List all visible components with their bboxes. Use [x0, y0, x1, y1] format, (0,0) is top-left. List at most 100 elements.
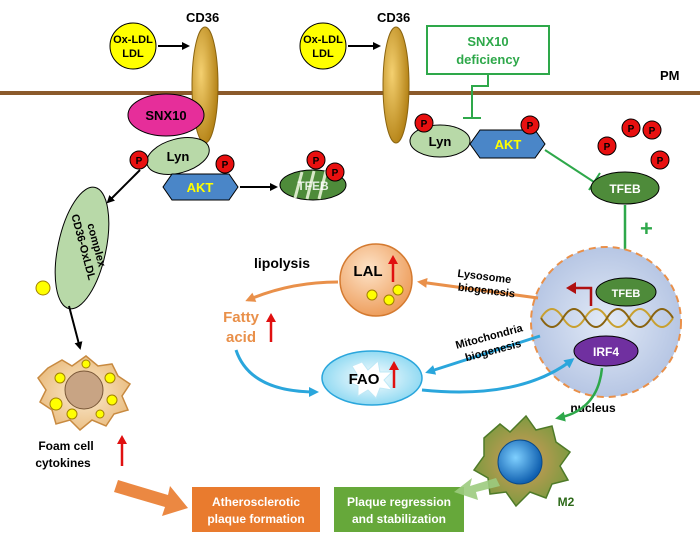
fao-label: FAO	[349, 371, 380, 388]
phospho-lyn-left	[129, 150, 149, 170]
atherosclerotic-plaque-box	[192, 487, 320, 532]
complex-lipid-droplet	[35, 280, 51, 296]
phospho-free-1-label: P	[604, 142, 611, 153]
oxldl-label-right-2: LDL	[312, 48, 334, 60]
tfeb-label-active: TFEB	[609, 182, 641, 196]
snx10-deficiency-line2: deficiency	[456, 52, 520, 67]
translocation-plus: +	[640, 216, 653, 241]
complex-to-foam-arrow	[68, 305, 83, 350]
fatty-acid-up-arrowhead	[266, 313, 276, 322]
cd36-receptor-right	[382, 26, 410, 144]
m2-label: M2	[558, 495, 575, 509]
phospho-akt-right	[520, 115, 540, 135]
athero-label-1: Atherosclerotic	[212, 495, 300, 509]
m2-nucleus	[497, 439, 543, 485]
akt-label-left: AKT	[187, 180, 214, 195]
phospho-free-3	[642, 120, 662, 140]
oxldl-label-right-1: Ox-LDL	[303, 34, 343, 46]
snx10-deficiency-line1: SNX10	[467, 34, 508, 49]
foam-cell-label-1: Foam cell	[38, 439, 93, 453]
mitochondria-biogenesis-arrow	[425, 334, 541, 375]
lipid-droplet	[383, 294, 395, 306]
snx10-label: SNX10	[145, 108, 186, 123]
foam-to-plaque-arrow	[114, 480, 188, 516]
lipolysis-arrow	[245, 280, 339, 302]
lysosome-biogenesis-arrow	[417, 277, 539, 300]
fao-starburst	[346, 360, 394, 399]
foam-lipid-droplet	[95, 409, 105, 419]
fatty-acid-to-fao-arrow	[234, 349, 319, 397]
lysosome-lal	[339, 243, 413, 317]
regress-label-1: Plaque regression	[347, 495, 451, 509]
akt-inhibits-tfeb-line	[544, 149, 595, 183]
tfeb-protein-active	[590, 171, 660, 205]
phospho-free-2-label: P	[628, 124, 635, 135]
athero-label-2: plaque formation	[207, 512, 304, 526]
foam-lipid-droplet	[49, 397, 63, 411]
tfeb-stripe	[317, 170, 328, 200]
foam-lipid-droplet	[106, 394, 118, 406]
lipid-droplet	[392, 284, 404, 296]
irf4-label: IRF4	[593, 345, 619, 359]
cd36-label-right: CD36	[377, 10, 410, 25]
fatty-acid-label-1: Fatty	[223, 309, 259, 326]
membrane-label: PM	[660, 68, 680, 83]
irf4-protein	[573, 335, 639, 367]
tfeb-stripe	[305, 170, 316, 200]
phospho-lyn-right-label: P	[421, 119, 428, 130]
oxldl-label-left-2: LDL	[122, 48, 144, 60]
tfeb-label-nuclear: TFEB	[612, 288, 641, 300]
lal-up-arrowhead	[388, 255, 398, 264]
oxldl-ligand-right	[299, 22, 347, 70]
lipid-droplet	[366, 289, 378, 301]
lyn-label-left: Lyn	[167, 149, 190, 164]
tfeb-protein-nuclear	[595, 277, 657, 307]
tfeb-stripe	[293, 171, 304, 199]
phospho-akt-left	[215, 154, 235, 174]
foam-cell-label-2: cytokines	[35, 456, 91, 470]
oxldl-label-left-1: Ox-LDL	[113, 34, 153, 46]
nucleus-label: nucleus	[570, 401, 616, 415]
foam-lipid-droplet	[66, 408, 78, 420]
phospho-akt-left-label: P	[222, 160, 229, 171]
fatty-acid-label-2: acid	[226, 329, 256, 346]
snx10-protein	[127, 93, 205, 137]
foam-cell-nucleus	[64, 370, 104, 410]
m2-to-regression-arrow	[454, 478, 500, 500]
regress-label-2: and stabilization	[352, 512, 446, 526]
phospho-free-4-label: P	[657, 156, 664, 167]
phospho-lyn-right	[414, 113, 434, 133]
foam-lipid-droplet	[54, 372, 66, 384]
lal-label: LAL	[353, 263, 382, 280]
foam-lipid-droplet	[104, 372, 116, 384]
tfeb-label-cytosol: TFEB	[297, 179, 329, 193]
cd36-label-left: CD36	[186, 10, 219, 25]
lipolysis-label: lipolysis	[254, 255, 310, 271]
phospho-lyn-left-label: P	[136, 156, 143, 167]
akt-protein-left	[162, 173, 239, 201]
nucleus	[530, 246, 682, 398]
phospho-tfeb-2	[325, 162, 345, 182]
foam-lipid-droplet	[81, 359, 91, 369]
inhibition-line-deficiency	[471, 74, 489, 118]
phospho-free-4	[650, 150, 670, 170]
foam-cell-up-arrowhead	[117, 435, 127, 444]
phospho-akt-right-label: P	[527, 121, 534, 132]
phospho-free-3-label: P	[649, 126, 656, 137]
phospho-tfeb-2-label: P	[332, 168, 339, 179]
lyn-protein-right	[409, 124, 471, 158]
complex-formation-arrow	[106, 169, 141, 204]
promoter-arrow	[574, 286, 593, 306]
akt-label-right: AKT	[495, 137, 522, 152]
plaque-regression-box	[334, 487, 464, 532]
oxldl-ligand-left	[109, 22, 157, 70]
phospho-free-2	[621, 118, 641, 138]
irf4-to-m2-arrow	[555, 367, 604, 422]
phospho-tfeb-1-label: P	[313, 156, 320, 167]
phospho-free-1	[597, 136, 617, 156]
phospho-tfeb-1	[306, 150, 326, 170]
promoter-arrowhead	[566, 282, 576, 294]
fao-to-irf4-arrow	[421, 358, 575, 394]
fao-up-arrowhead	[389, 361, 399, 370]
